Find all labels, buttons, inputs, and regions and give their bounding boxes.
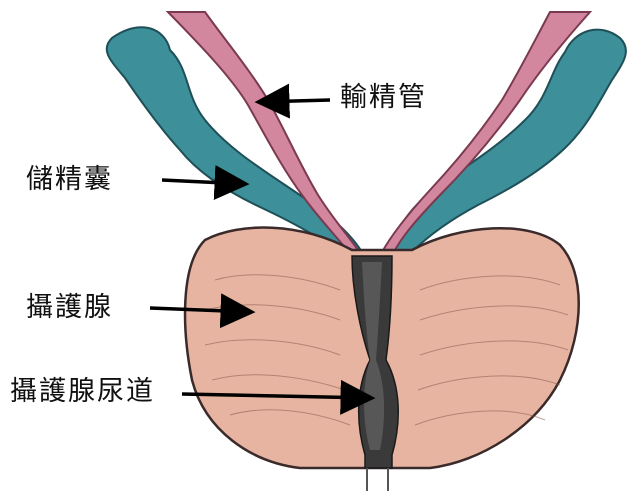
label-seminal-vesicle: 儲精囊 — [26, 166, 113, 193]
arrow-vas-deferens — [258, 100, 330, 102]
seminal-vesicle-right — [392, 30, 626, 252]
label-vas-deferens: 輸精管 — [340, 84, 427, 111]
urethra-exit — [367, 468, 388, 491]
label-prostate: 攝護腺 — [26, 294, 113, 321]
label-prostatic-urethra: 攝護腺尿道 — [10, 378, 155, 405]
